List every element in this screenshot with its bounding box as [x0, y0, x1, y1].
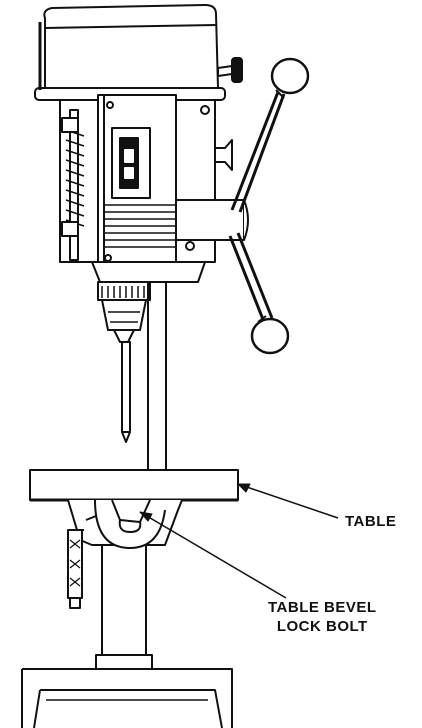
leader-bevel-bolt	[139, 511, 287, 599]
feed-handles	[175, 57, 310, 355]
belt-cover	[34, 4, 226, 101]
column	[101, 282, 167, 655]
table	[29, 469, 239, 502]
base	[21, 654, 233, 728]
head-casting	[59, 94, 216, 268]
chuck	[91, 261, 206, 343]
table-bevel-lock-bolt-callout: TABLE BEVEL LOCK BOLT	[268, 598, 377, 636]
table-callout: TABLE	[345, 513, 397, 530]
bevel-callout-line1: TABLE BEVEL	[268, 599, 377, 616]
bevel-callout-line2: LOCK BOLT	[276, 618, 368, 635]
table-crank	[67, 529, 84, 609]
cover-knob	[217, 57, 243, 83]
leader-table	[237, 483, 339, 519]
table-support	[67, 499, 183, 549]
drill-bit	[121, 341, 131, 443]
quill-lock-knob	[214, 139, 233, 171]
